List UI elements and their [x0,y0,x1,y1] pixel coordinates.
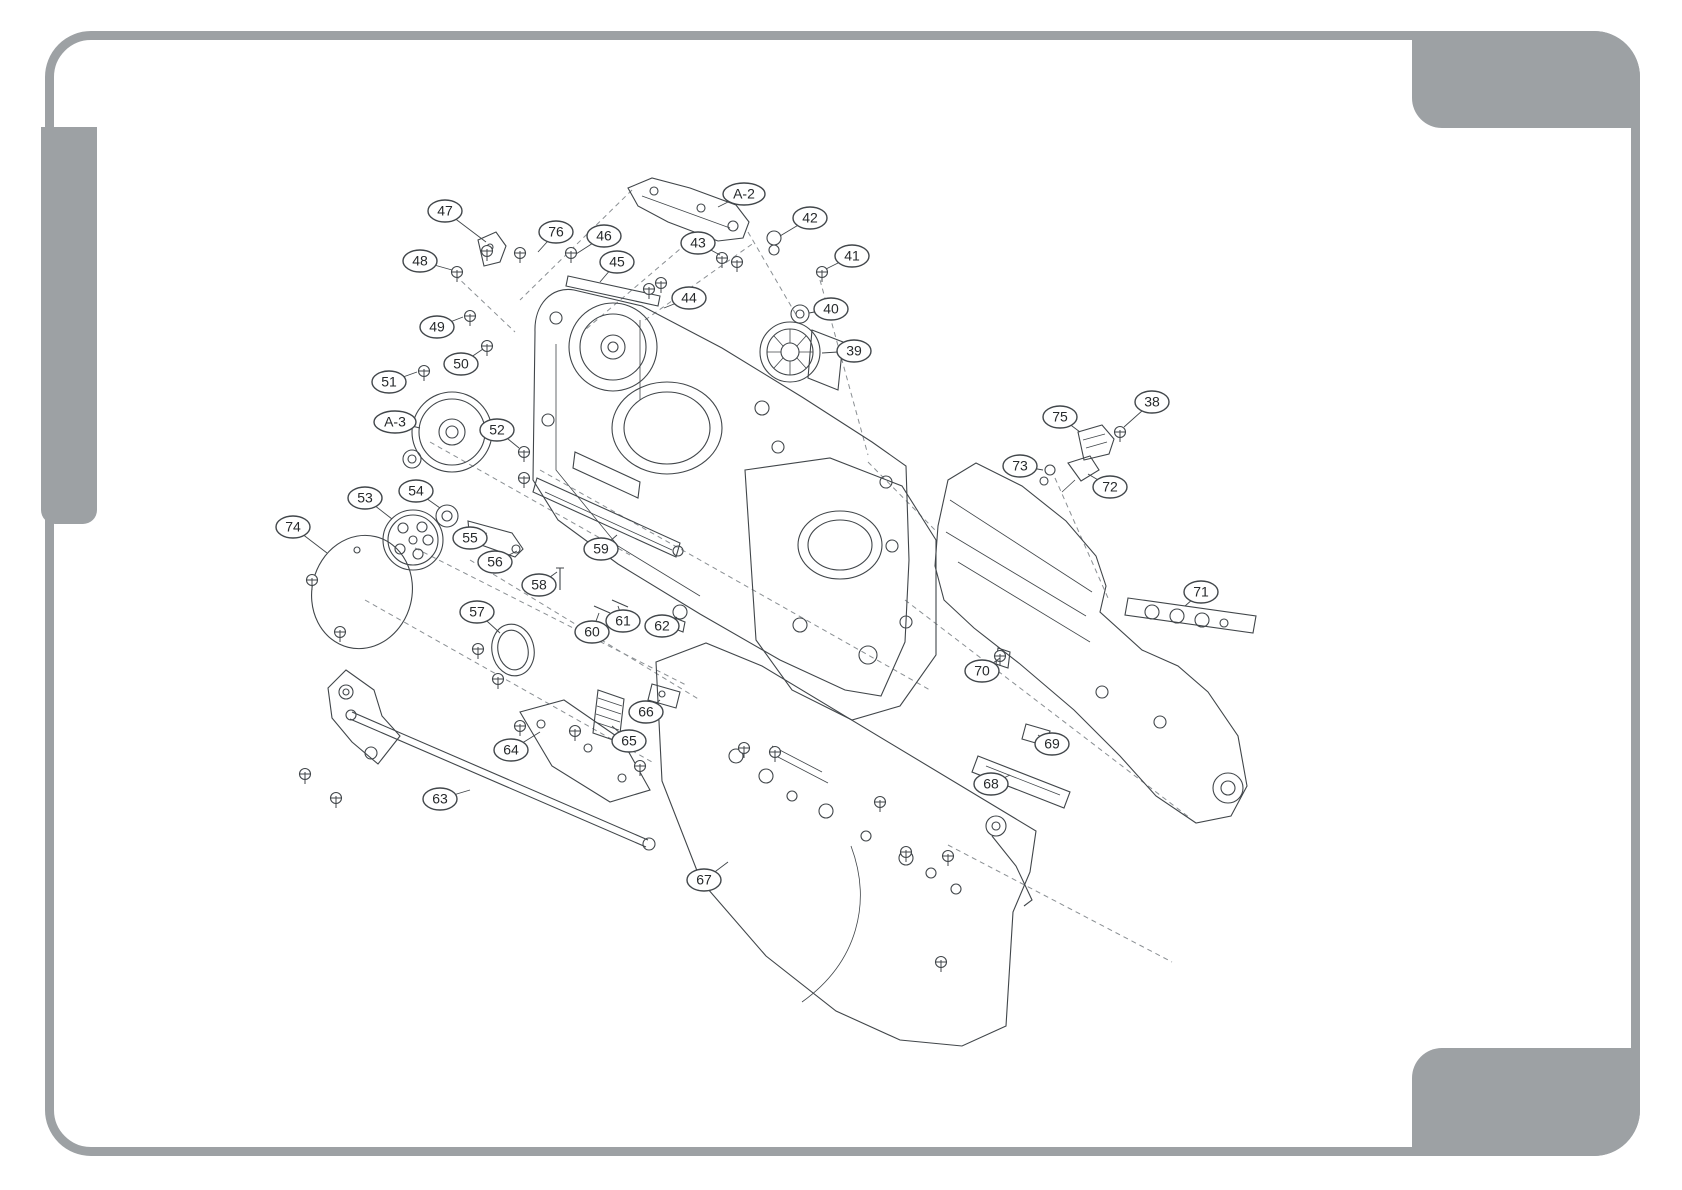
callout-balloon-49 [419,315,455,339]
callout-label: 53 [357,490,373,506]
callout-label: 45 [609,254,625,270]
callout-balloon-71 [1183,580,1219,604]
callout-label: 70 [974,663,990,679]
callout-label: 73 [1012,458,1028,474]
callout-balloon-A-2 [722,182,766,206]
callout-label: 44 [681,290,697,306]
callout-balloon-62 [644,614,680,638]
callout-balloon-61 [605,609,641,633]
callout-balloon-42 [792,206,828,230]
callout-balloon-57 [459,600,495,624]
callout-label: 43 [690,235,706,251]
callout-label: 39 [846,343,862,359]
callout-label: 41 [844,248,860,264]
callout-balloon-67 [686,868,722,892]
callout-balloon-55 [452,526,488,550]
callout-balloon-46 [586,224,622,248]
callout-balloon-43 [680,231,716,255]
callout-balloon-68 [973,772,1009,796]
callout-label: 63 [432,791,448,807]
callout-label: 42 [802,210,818,226]
callout-label: 54 [408,483,424,499]
callout-label: 52 [489,422,505,438]
callout-label: 62 [654,618,670,634]
callout-balloon-40 [813,297,849,321]
callout-balloon-50 [443,352,479,376]
callout-balloon-66 [628,700,664,724]
callout-label: 76 [548,224,564,240]
callout-balloon-70 [964,659,1000,683]
callout-label: 69 [1044,736,1060,752]
callout-balloon-38 [1134,390,1170,414]
callout-balloon-44 [671,286,707,310]
callout-label: 58 [531,577,547,593]
callout-label: 60 [584,624,600,640]
callout-balloon-72 [1092,475,1128,499]
callout-balloon-58 [521,573,557,597]
callout-label: A-3 [384,414,406,430]
callout-label: A-2 [733,186,755,202]
assembly-guide-lines [364,189,1191,963]
callout-label: 74 [285,519,301,535]
callout-balloon-75 [1042,405,1078,429]
callout-balloon-59 [583,537,619,561]
callout-label: 59 [593,541,609,557]
callout-balloon-39 [836,339,872,363]
mechanism-line-art [311,177,1257,1047]
callout-label: 55 [462,530,478,546]
callout-label: 71 [1193,584,1209,600]
callout-label: 64 [503,742,519,758]
callout-label: 38 [1144,394,1160,410]
callout-balloon-69 [1034,732,1070,756]
callout-balloon-41 [834,244,870,268]
callout-balloon-53 [347,486,383,510]
callout-label: 46 [596,228,612,244]
callout-balloon-47 [427,199,463,223]
callout-label: 66 [638,704,654,720]
callout-balloon-56 [477,550,513,574]
callout-label: 65 [621,733,637,749]
callout-balloon-51 [371,370,407,394]
top-right-corner-block [1412,31,1640,128]
callout-balloon-73 [1002,454,1038,478]
callout-label: 49 [429,319,445,335]
callout-balloon-65 [611,729,647,753]
callout-label: 56 [487,554,503,570]
callout-label: 61 [615,613,631,629]
callout-balloons: 47 76 46 A-2 42 43 41 45 48 44 40 49 39 50 51A-3 52 38 75… [275,182,1219,892]
callout-balloon-63 [422,787,458,811]
callout-balloon-48 [402,249,438,273]
callout-label: 67 [696,872,712,888]
callout-balloon-A-3 [373,410,417,434]
callout-balloon-60 [574,620,610,644]
callout-balloon-74 [275,515,311,539]
left-binder-tab [41,127,97,524]
screw-fasteners [298,244,1127,973]
callout-label: 68 [983,776,999,792]
callout-label: 57 [469,604,485,620]
callout-balloon-52 [479,418,515,442]
bottom-right-corner-block [1412,1048,1640,1156]
page-frame-border [45,31,1640,1156]
callout-balloon-64 [493,738,529,762]
callout-label: 50 [453,356,469,372]
callout-label: 72 [1102,479,1118,495]
callout-label: 47 [437,203,453,219]
callout-balloon-54 [398,479,434,503]
callout-balloon-76 [538,220,574,244]
callout-label: 40 [823,301,839,317]
callout-label: 51 [381,374,397,390]
callout-balloon-45 [599,250,635,274]
callout-label: 48 [412,253,428,269]
callout-label: 75 [1052,409,1068,425]
